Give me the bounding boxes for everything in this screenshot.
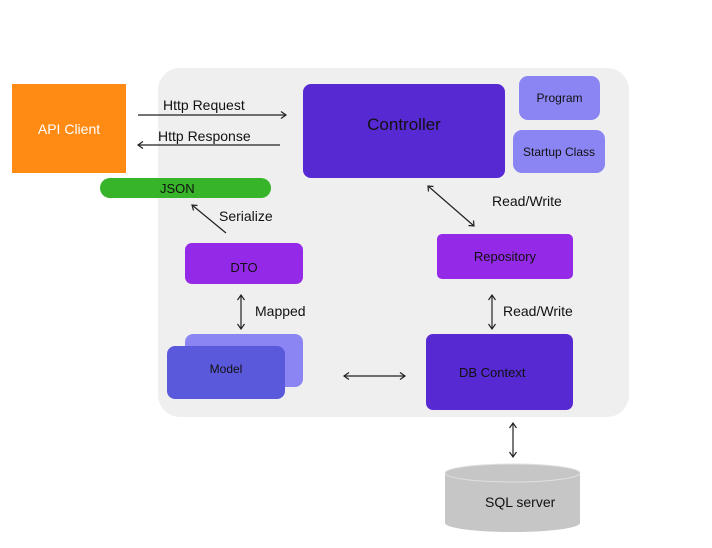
serialize-label: Serialize [219,208,273,224]
db-context-label: DB Context [459,364,526,380]
sql-server-label: SQL server [485,494,556,510]
http-request-label: Http Request [163,97,245,113]
sql-server-cylinder [444,463,581,532]
model-label: Model [209,361,243,376]
controller-repository-arrow [427,185,475,227]
api-client-label: API Client [37,120,101,137]
read-write-repository-label: Read/Write [503,303,573,319]
mapped-label: Mapped [255,303,306,319]
json-node: JSON [100,178,271,198]
repository-node: Repository [437,234,573,279]
model-node: Model [167,346,285,399]
serialize-arrow [191,204,227,234]
dto-node: DTO [185,243,303,284]
program-label: Program [536,91,583,105]
db-context-node: DB Context [426,334,573,410]
repository-label: Repository [473,249,537,264]
startup-class-label: Startup Class [522,144,596,159]
read-write-controller-label: Read/Write [492,193,562,209]
http-response-label: Http Response [158,128,251,144]
controller-label: Controller [367,115,441,134]
json-label: JSON [160,180,195,196]
api-client-node: API Client [12,84,126,173]
controller-node: Controller [303,84,505,178]
startup-class-node: Startup Class [513,130,605,173]
dto-label: DTO [230,260,258,275]
program-node: Program [519,76,600,120]
